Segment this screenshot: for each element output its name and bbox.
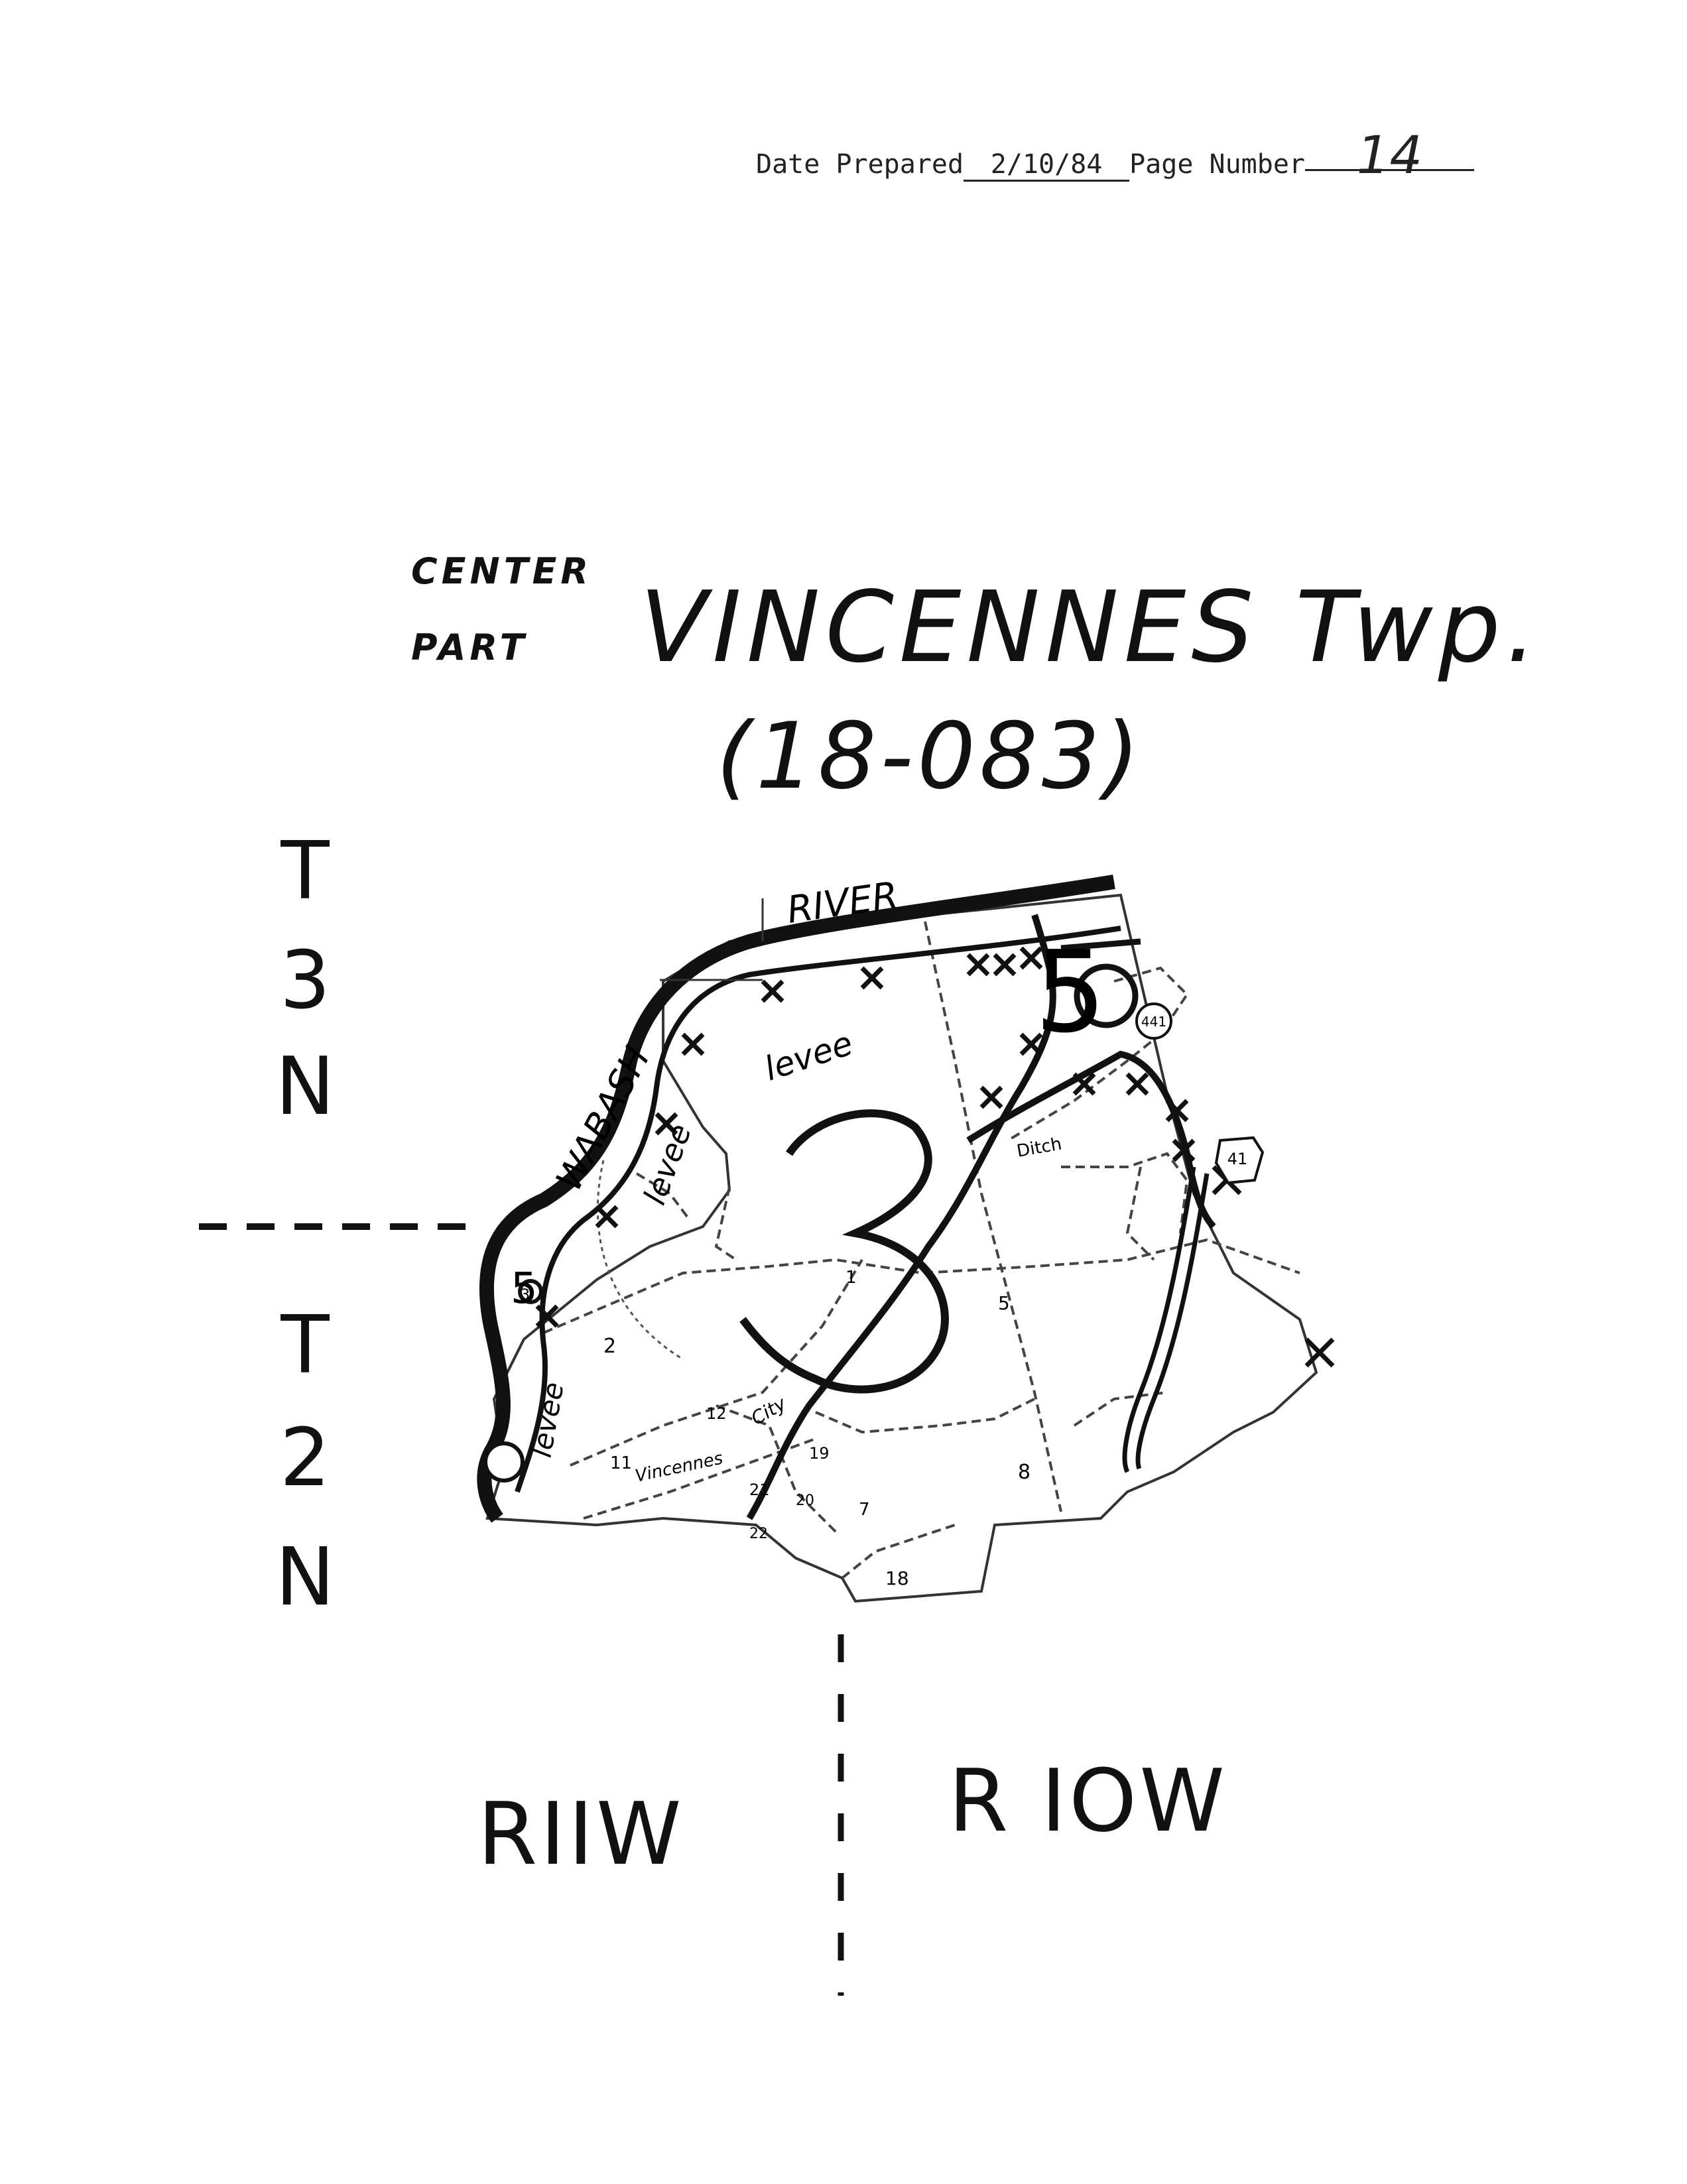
- section-5: 5: [998, 1292, 1010, 1314]
- vincennes-label: Vincennes: [633, 1449, 725, 1486]
- section-20: 20: [796, 1492, 814, 1509]
- date-prepared-label: Date Prepared: [756, 149, 964, 180]
- levee-line: [515, 926, 1121, 1493]
- township-south-n: N: [275, 1532, 335, 1624]
- zone-route-line-north: [746, 914, 1056, 1520]
- section-3: 3: [521, 1287, 530, 1304]
- zone-3-marker: [739, 1109, 949, 1394]
- city-label: City: [747, 1392, 790, 1429]
- township-south-t: T: [281, 1300, 330, 1392]
- section-21: 21: [749, 1481, 770, 1499]
- section-numbers: 2 11 12 21 19 20 22 7 18 5 8 1 3: [521, 1268, 1031, 1589]
- zone-number-5-west: 5: [511, 1264, 538, 1313]
- page-number-value: 14: [1356, 126, 1423, 186]
- section-8: 8: [1018, 1461, 1031, 1484]
- page-number-label: Page Number: [1129, 149, 1305, 180]
- title-prefix-part: PART: [411, 627, 529, 668]
- section-11: 11: [610, 1453, 632, 1473]
- dashed-boundary-curve: [596, 1160, 684, 1361]
- range-west-label: RIIW: [477, 1784, 684, 1884]
- section-2: 2: [603, 1335, 616, 1358]
- route-441-label: 441: [1141, 1014, 1166, 1030]
- section-1: 1: [845, 1268, 857, 1288]
- zone-number-5-east: 5: [1034, 927, 1106, 1058]
- page-number-field: 14: [1304, 130, 1474, 182]
- section-19: 19: [809, 1444, 830, 1463]
- levee-label-south: levee: [525, 1380, 570, 1460]
- river-bend-circle: [483, 1441, 525, 1483]
- levee-label-north: levee: [760, 1024, 857, 1088]
- township-north-t: T: [281, 825, 330, 918]
- zone-5-circle-west: [518, 1279, 543, 1304]
- section-7: 7: [859, 1500, 870, 1520]
- highway-41-east-line: [1135, 1173, 1210, 1470]
- township-north-n: N: [275, 1041, 335, 1133]
- highway-41-west-line: [1122, 1166, 1196, 1473]
- levee-x-marks: [535, 946, 1043, 1328]
- wabash-label: WABASH: [548, 1040, 658, 1197]
- date-prepared-field: 2/10/84: [964, 149, 1130, 182]
- township-title: VINCENNES Twp.: [640, 570, 1542, 684]
- title-prefix-center: CENTER: [411, 550, 593, 592]
- route-x-marks: [979, 953, 1335, 1368]
- route-41-shield: [1214, 1136, 1265, 1185]
- range-east-label: R IOW: [948, 1750, 1227, 1851]
- township-code: (18-083): [716, 703, 1144, 810]
- zone-route-line-east: [966, 1050, 1216, 1229]
- section-22: 22: [749, 1526, 768, 1542]
- section-18: 18: [885, 1567, 909, 1589]
- township-south-2: 2: [279, 1412, 331, 1504]
- section-12: 12: [706, 1404, 727, 1423]
- zone-5-circle-east: [1074, 963, 1139, 1028]
- zone-5-tick: [1060, 938, 1141, 951]
- date-prepared-value: 2/10/84: [990, 149, 1103, 180]
- route-41-label: 41: [1227, 1150, 1248, 1168]
- township-north-3: 3: [279, 935, 331, 1027]
- ditch-label: Ditch: [1015, 1134, 1063, 1162]
- route-441-shield: [1135, 1002, 1172, 1040]
- wabash-river: [477, 875, 1115, 1523]
